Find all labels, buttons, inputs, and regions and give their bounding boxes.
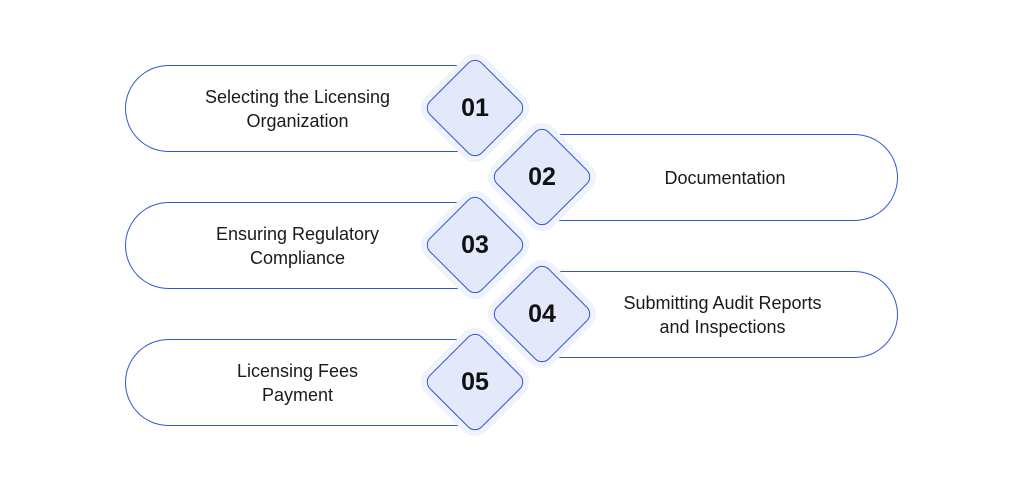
step-5-label-line1: Licensing Fees [236,360,359,381]
step-1-label-line2: Organization [246,110,349,131]
step-3-label: Ensuring Regulatory Compliance [170,202,425,289]
step-4-label: Submitting Audit Reports and Inspections [595,271,850,358]
step-1-label-line1: Selecting the Licensing [204,86,391,107]
step-3-label-line1: Ensuring Regulatory [215,223,380,244]
step-2-label: Documentation [600,134,850,221]
step-5-number: 05 [461,367,489,396]
step-3-label-line2: Compliance [249,247,346,268]
step-1-number: 01 [461,93,489,122]
step-2-number: 02 [528,162,556,191]
step-2-label-line1: Documentation [664,167,786,188]
step-4-pill [545,271,898,358]
step-4-number: 04 [528,299,556,328]
step-3-pill [125,202,475,289]
step-2-pill [545,134,898,221]
step-4-label-line1: Submitting Audit Reports [623,292,822,313]
step-4-label-line2: and Inspections [659,316,786,337]
step-1-pill [125,65,475,152]
step-5-label: Licensing Fees Payment [170,339,425,426]
step-5-label-line2: Payment [261,384,334,405]
step-1-label: Selecting the Licensing Organization [170,65,425,152]
step-3-number: 03 [461,230,489,259]
step-5-pill [125,339,475,426]
